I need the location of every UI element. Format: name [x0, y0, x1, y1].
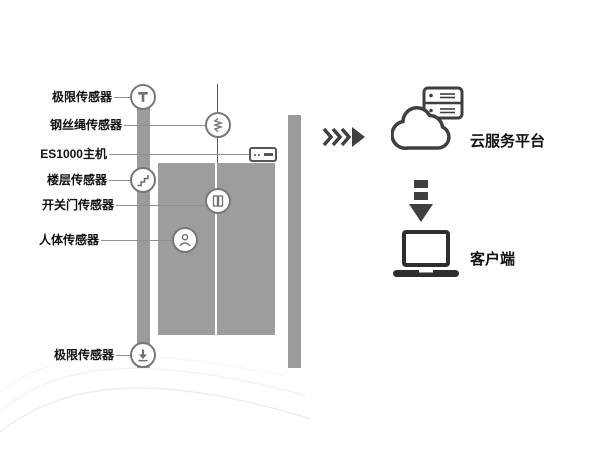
background-swirl-decoration [0, 355, 310, 433]
label-es1000-host: ES1000主机 [40, 147, 107, 161]
guide-rail-left [137, 108, 150, 368]
person-icon [179, 233, 191, 247]
label-wire-rope-sensor: 钢丝绳传感器 [49, 118, 122, 132]
connector-limit-sensor-top [114, 97, 130, 98]
connector-wire-rope-sensor [124, 125, 205, 126]
connector-door-sensor [116, 205, 205, 206]
stairs-icon [137, 175, 149, 187]
door-sensor-indicator [205, 188, 231, 214]
label-limit-sensor-bottom: 极限传感器 [53, 348, 114, 362]
label-floor-sensor: 楼层传感器 [46, 173, 107, 187]
guide-rail-right [288, 115, 301, 368]
label-limit-sensor-top: 极限传感器 [51, 90, 112, 104]
label-human-body-sensor: 人体传感器 [38, 233, 99, 247]
down-flow-arrow-icon [409, 180, 433, 222]
floor-sensor-indicator [130, 167, 156, 193]
right-flow-arrow-icon [322, 127, 365, 147]
coil-spring-icon [212, 117, 224, 133]
elevator-doors-icon [212, 195, 224, 207]
label-door-sensor: 开关门传感器 [41, 198, 114, 212]
cloud-platform-label: 云服务平台 [470, 133, 546, 150]
device-vent-slot [264, 153, 273, 156]
screw-stopper-icon [138, 92, 148, 102]
connector-floor-sensor [109, 180, 130, 181]
human-body-sensor-indicator [172, 227, 198, 253]
connector-human-body-sensor [101, 240, 172, 241]
limit-sensor-bottom-indicator [130, 342, 156, 368]
cloud-server-icon [391, 86, 464, 150]
connector-limit-sensor-bottom [116, 355, 130, 356]
wire-rope-sensor-indicator [205, 112, 231, 138]
elevator-door-split [215, 163, 217, 335]
down-arrow-to-base-icon [138, 349, 148, 362]
device-led-dot [254, 153, 256, 156]
device-led-dot [258, 153, 260, 156]
client-label: 客户端 [470, 251, 516, 268]
es1000-host-device-icon [249, 147, 277, 162]
connector-es1000-host [109, 154, 249, 155]
limit-sensor-top-indicator [130, 84, 156, 110]
laptop-icon [393, 230, 459, 277]
